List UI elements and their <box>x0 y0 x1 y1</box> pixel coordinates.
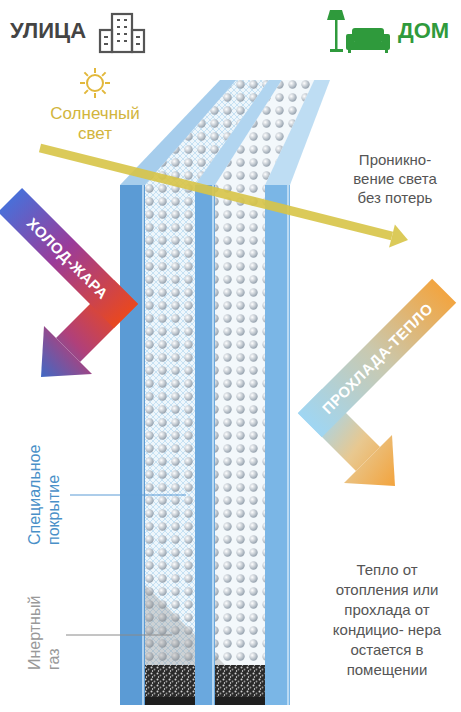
cool-warm-arrow: ПРОХЛАДА-ТЕПЛО <box>298 279 456 437</box>
lamp-base <box>330 49 343 52</box>
cold-heat-arrow: ХОЛОД-ЖАРА <box>0 188 138 328</box>
gas-label: Инертный газ <box>25 580 65 670</box>
leader-line <box>66 635 172 636</box>
building-wing <box>132 30 144 52</box>
sofa-leg <box>348 50 351 53</box>
sunlight-arrow <box>40 148 408 248</box>
light-note: Проникно- вение света без потерь <box>345 150 445 207</box>
spacer <box>145 665 195 697</box>
home-heading: ДОМ <box>398 18 458 44</box>
sun-disc <box>87 75 103 91</box>
sunlight-label: Солнечный свет <box>45 104 145 144</box>
coating-label: Специальное покрытие <box>25 425 65 545</box>
sofa-leg <box>385 50 388 53</box>
gas-particles <box>215 185 265 705</box>
gas-gap <box>215 185 265 705</box>
building-body <box>112 14 132 52</box>
building-windows <box>104 20 140 44</box>
sunlight-head <box>389 224 408 247</box>
glass-pane <box>120 185 145 705</box>
lamp-pole <box>335 20 338 50</box>
arrow-text: ПРОХЛАДА-ТЕПЛО <box>318 299 436 417</box>
sunlight-shaft <box>40 148 392 236</box>
cold-heat-arrow-head <box>41 326 92 377</box>
glass-pane-top <box>265 80 330 185</box>
sun-icon <box>80 68 110 98</box>
glass-pane <box>265 185 290 705</box>
sealant <box>145 697 195 705</box>
leader-line <box>70 495 186 496</box>
sofa-back <box>352 28 384 42</box>
sealant <box>215 697 265 705</box>
lamp-shade <box>327 10 345 20</box>
glass-pane-top <box>195 80 282 185</box>
sofa-seat <box>352 42 384 50</box>
street-heading: УЛИЦА <box>10 18 100 44</box>
pane-edge <box>143 185 288 705</box>
arrow-text: ХОЛОД-ЖАРА <box>24 214 112 302</box>
glass-pane <box>195 185 215 705</box>
heat-note: Тепло от отопления или прохлада от конди… <box>328 560 446 680</box>
home-icon <box>327 10 390 53</box>
building-wing <box>100 30 112 52</box>
spacer <box>215 665 265 697</box>
building-icon <box>100 14 144 52</box>
sun-rays <box>80 68 110 98</box>
cool-warm-arrow-head <box>344 435 395 486</box>
